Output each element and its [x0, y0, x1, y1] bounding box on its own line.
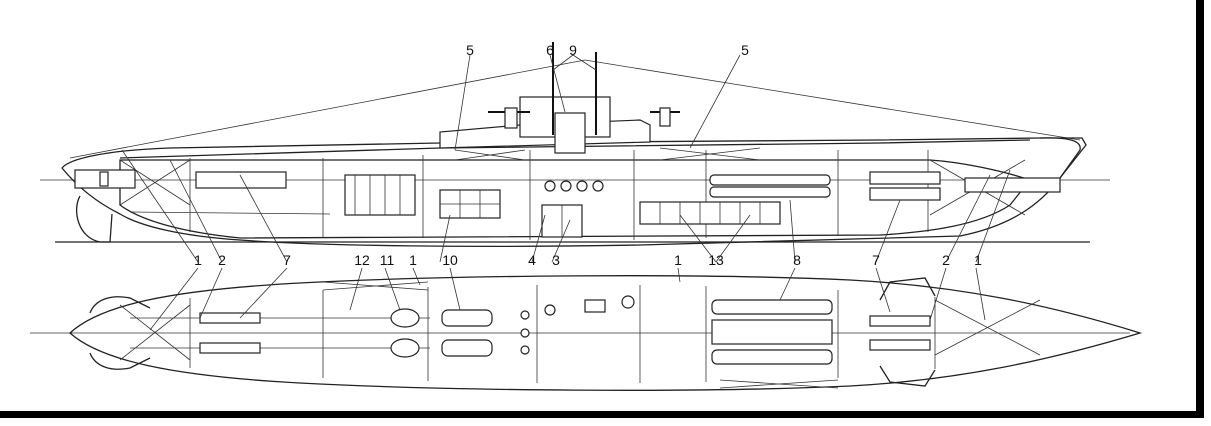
jumping-wire-fwd [584, 59, 1081, 141]
plan-outer-hull [69, 275, 1143, 391]
bow-plane-port [879, 277, 936, 301]
plan-control-room [520, 295, 635, 355]
callout-9: 9 [569, 42, 577, 58]
callout-1-aft: 1 [194, 252, 202, 268]
callout-1-plan-a: 1 [409, 252, 417, 268]
diesel-engines [344, 174, 416, 216]
aft-tank-crosses [119, 147, 1026, 216]
leader-lines [121, 54, 1011, 331]
callout-12: 12 [354, 252, 370, 268]
outer-hull [61, 137, 1081, 248]
plan-torpedoes [711, 299, 833, 365]
stern-rudder [76, 195, 113, 243]
deck-gun-fwd [650, 107, 680, 127]
jumping-wire-aft [69, 59, 586, 159]
bow-plane-stbd [879, 365, 936, 387]
control-room-housing [554, 112, 586, 154]
deck-casing [119, 139, 1031, 159]
electric-motors [439, 189, 501, 219]
callout-3: 3 [552, 252, 560, 268]
callout-2-fwd: 2 [942, 252, 950, 268]
plan-tank-crosses [119, 281, 1041, 389]
callout-6: 6 [546, 42, 554, 58]
callout-7-aft: 7 [283, 252, 291, 268]
propeller-shaft [129, 211, 331, 215]
plan-diesels [441, 309, 493, 357]
plan-bulkheads [189, 285, 936, 383]
bow-torpedo-tubes [869, 171, 1061, 201]
frame-shadow-bottom [0, 411, 1204, 418]
callout-13: 13 [708, 252, 724, 268]
callout-1-plan-b: 1 [674, 252, 682, 268]
stern-plane-stbd [89, 352, 151, 370]
callout-10: 10 [442, 252, 458, 268]
callout-5-aft: 5 [466, 42, 474, 58]
callout-labels: 1 2 7 5 6 9 5 10 4 3 13 8 7 2 1 12 11 1 … [194, 42, 982, 268]
motor-stbd [390, 338, 420, 358]
stern-tube-door [99, 171, 109, 187]
callout-1-bow: 1 [974, 252, 982, 268]
motor-port [390, 308, 420, 328]
callout-4: 4 [528, 252, 536, 268]
plan-view [30, 275, 1143, 391]
stern-plane-port [89, 296, 151, 314]
callout-8: 8 [793, 252, 801, 268]
battery-forward [639, 201, 781, 225]
plan-bow-tubes [869, 315, 931, 351]
control-room [541, 180, 604, 238]
deck-gun-aft [488, 107, 530, 129]
callout-11: 11 [380, 252, 395, 268]
forward-torpedoes [709, 174, 831, 198]
aft-torpedo [195, 171, 287, 189]
callout-2-aft: 2 [218, 252, 226, 268]
callout-7-fwd: 7 [872, 252, 880, 268]
bow-tip [1040, 137, 1087, 179]
callout-5-fwd: 5 [741, 42, 749, 58]
side-elevation [40, 42, 1110, 248]
pressure-hull [119, 159, 1032, 239]
frame-shadow-right [1196, 0, 1204, 418]
